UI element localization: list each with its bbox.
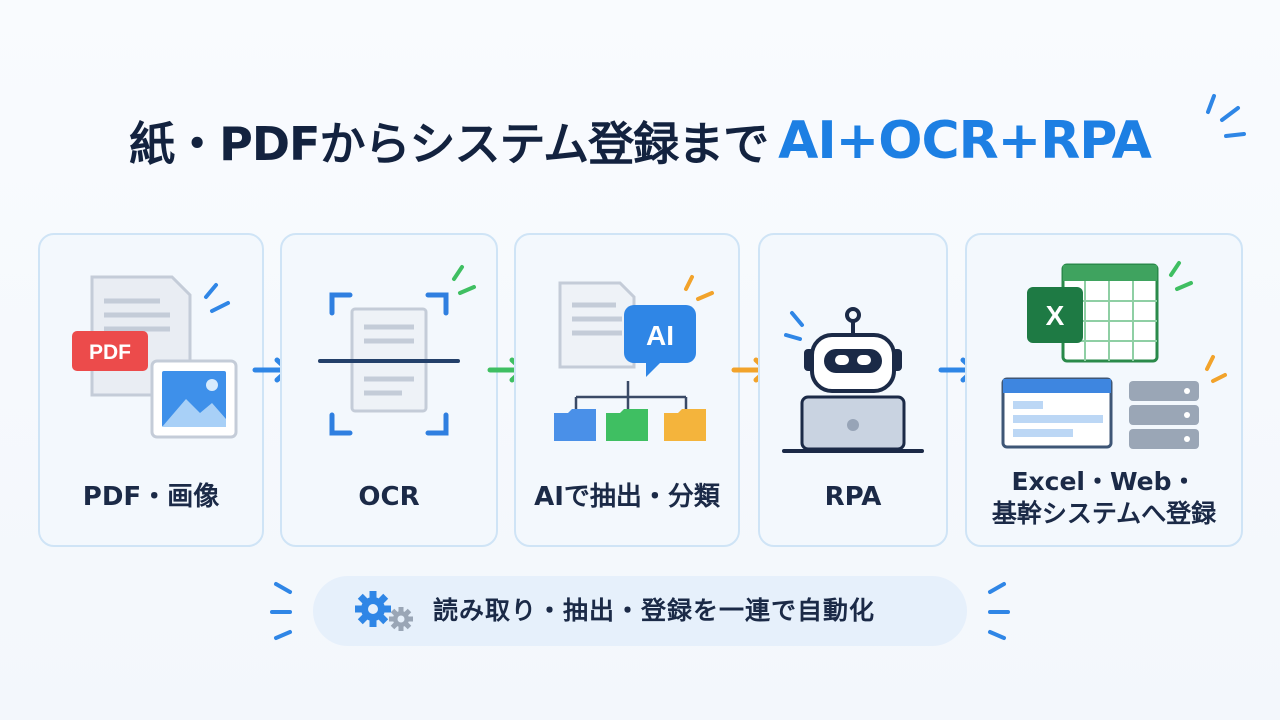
step-card-systems: X Excel・Web・ 基幹システムへ登録 — [965, 233, 1243, 547]
step-card-pdf-image: PDF PDF・画像 — [38, 233, 264, 547]
step-label-line1: Excel・Web・ — [1011, 467, 1197, 497]
sparkle-icon — [988, 582, 1010, 640]
step-label: Excel・Web・ 基幹システムへ登録 — [967, 450, 1241, 545]
title-main: 紙・PDFからシステム登録まで — [129, 117, 769, 171]
sparkle-icon — [270, 582, 292, 640]
footer-banner: 読み取り・抽出・登録を一連で自動化 — [313, 576, 967, 646]
ai-badge: AI — [646, 320, 674, 351]
title-accent: AI+OCR+RPA — [778, 111, 1152, 171]
step-card-ai-extract: AI AIで抽出・分類 — [514, 233, 740, 547]
excel-badge: X — [1046, 300, 1065, 331]
step-label: OCR — [358, 482, 420, 513]
step-card-ocr: OCR — [280, 233, 498, 547]
step-label: PDF・画像 — [82, 482, 220, 513]
step-card-rpa: RPA — [758, 233, 948, 547]
systems-icon: X — [1001, 261, 1227, 449]
scan-document-icon — [318, 265, 476, 436]
step-label: RPA — [824, 482, 882, 513]
pdf-badge: PDF — [89, 341, 131, 364]
gears-icon — [355, 591, 413, 631]
footer-text: 読み取り・抽出・登録を一連で自動化 — [433, 596, 876, 625]
step-label: AIで抽出・分類 — [534, 482, 720, 513]
sparkle-icon — [1206, 94, 1246, 138]
robot-laptop-icon — [782, 307, 924, 453]
step-label-line2: 基幹システムへ登録 — [991, 498, 1217, 528]
document-image-icon: PDF — [72, 275, 238, 439]
ai-classify-icon: AI — [554, 275, 714, 441]
